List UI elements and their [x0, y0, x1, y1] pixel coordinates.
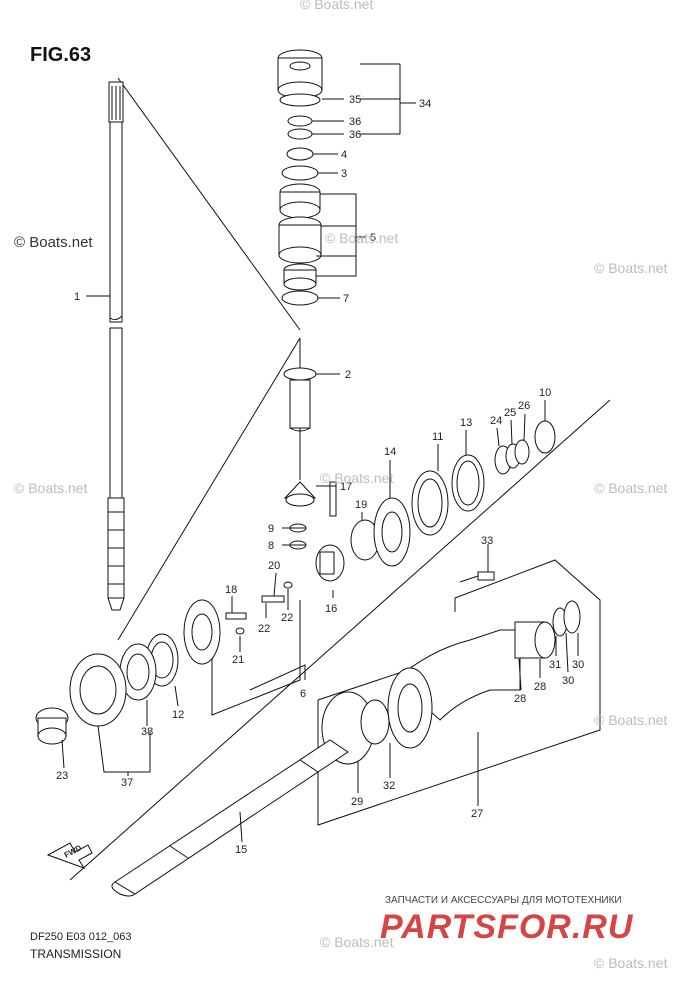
- callout-6: 6: [300, 688, 306, 700]
- callout-36-a: 36: [349, 116, 361, 128]
- brand-logo: PARTSFOR.RU: [380, 908, 634, 946]
- callout-3: 3: [341, 168, 347, 180]
- callout-21: 21: [232, 654, 244, 666]
- watermark: © Boats.net: [594, 955, 668, 971]
- callout-25: 25: [504, 407, 516, 419]
- watermark: © Boats.net: [325, 230, 399, 246]
- callout-22-b: 22: [281, 612, 293, 624]
- callout-30-b: 30: [572, 659, 584, 671]
- callout-31: 31: [549, 659, 561, 671]
- callout-13: 13: [460, 417, 472, 429]
- watermark: © Boats.net: [594, 260, 668, 276]
- callout-28-b: 28: [534, 681, 546, 693]
- callout-28-a: 28: [514, 693, 526, 705]
- callout-8: 8: [268, 540, 274, 552]
- callout-36-b: 36: [349, 129, 361, 141]
- watermark: © Boats.net: [594, 480, 668, 496]
- callout-16: 16: [325, 603, 337, 615]
- callout-5: 5: [370, 232, 376, 244]
- callout-2: 2: [345, 369, 351, 381]
- watermark: © Boats.net: [14, 234, 93, 251]
- watermark: © Boats.net: [594, 712, 668, 728]
- callout-33: 33: [481, 535, 493, 547]
- callout-17: 17: [340, 481, 352, 493]
- callout-18: 18: [225, 584, 237, 596]
- callout-10: 10: [539, 387, 551, 399]
- callout-1: 1: [74, 291, 80, 303]
- callout-23: 23: [56, 770, 68, 782]
- callout-20: 20: [268, 560, 280, 572]
- figure-title: FIG.63: [30, 44, 92, 66]
- callout-11: 11: [432, 431, 443, 443]
- callout-34: 34: [419, 98, 431, 110]
- watermark: © Boats.net: [320, 470, 394, 486]
- callout-4: 4: [341, 149, 347, 161]
- section-title: TRANSMISSION: [30, 947, 122, 961]
- watermark: © Boats.net: [14, 480, 88, 496]
- callout-26: 26: [518, 400, 530, 412]
- watermark: © Boats.net: [300, 0, 374, 12]
- callout-12: 12: [172, 709, 184, 721]
- figure-code: DF250 E03 012_063: [30, 931, 132, 943]
- callout-14: 14: [384, 446, 396, 458]
- watermark: © Boats.net: [320, 934, 394, 950]
- callout-35: 35: [349, 94, 361, 106]
- callout-15: 15: [235, 844, 247, 856]
- callout-38: 38: [141, 726, 153, 738]
- callout-24: 24: [490, 415, 502, 427]
- callout-32: 32: [383, 780, 395, 792]
- callout-29: 29: [351, 796, 363, 808]
- callout-37: 37: [121, 777, 133, 789]
- callout-22-a: 22: [258, 623, 270, 635]
- brand-tagline: ЗАПЧАСТИ И АКСЕССУАРЫ ДЛЯ МОТОТЕХНИКИ: [385, 895, 622, 906]
- callout-30-a: 30: [562, 675, 574, 687]
- callout-27: 27: [471, 808, 483, 820]
- callout-7: 7: [343, 293, 349, 305]
- callout-19: 19: [355, 499, 367, 511]
- callout-9: 9: [268, 523, 274, 535]
